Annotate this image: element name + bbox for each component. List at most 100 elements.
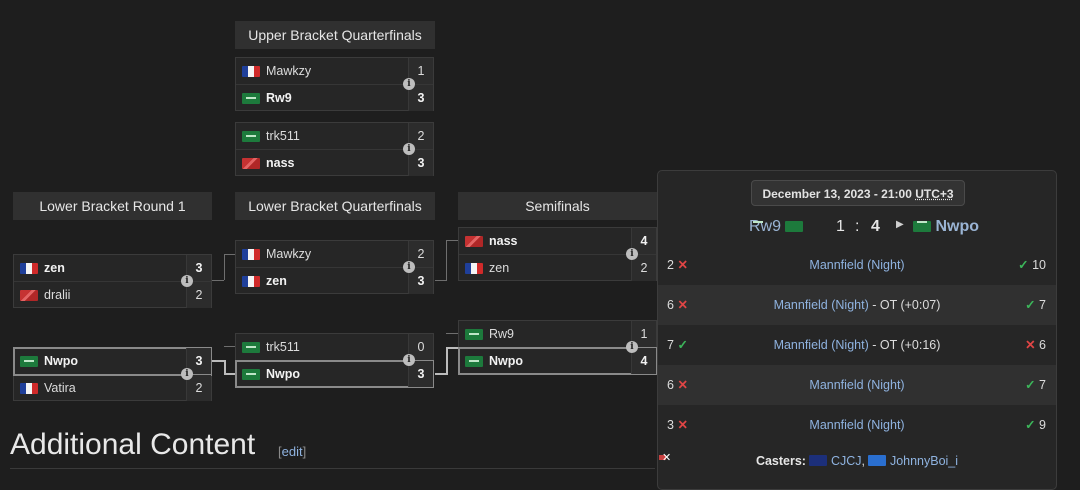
info-icon[interactable]: i	[403, 78, 415, 90]
bracket-connector	[224, 254, 235, 255]
player-name: Rw9	[489, 327, 515, 341]
player-score: 3	[408, 150, 433, 176]
sa-flag-icon	[242, 342, 260, 353]
timezone-abbr[interactable]: UTC+3	[915, 187, 954, 201]
info-icon[interactable]: i	[626, 341, 638, 353]
score-value: 6	[667, 298, 674, 312]
player-score: 4	[631, 228, 656, 254]
player-name: trk511	[266, 129, 300, 143]
overtime-text: - OT (+0:07)	[868, 298, 941, 312]
win-check-icon: ✓	[1018, 258, 1029, 272]
map-link[interactable]: Mannfield (Night)	[809, 378, 905, 392]
game-left-score: 3 ✕	[667, 405, 688, 445]
bracket-connector	[435, 373, 447, 375]
player-name: zen	[489, 261, 510, 275]
player-score: 2	[631, 255, 656, 281]
header-semifinals: Semifinals	[458, 192, 657, 220]
game-map: Mannfield (Night) - OT (+0:16)	[658, 325, 1056, 365]
match-date: December 13, 2023 - 21:00 UTC+3	[751, 180, 965, 206]
game-right-score: ✓ 10	[1018, 245, 1046, 285]
map-link[interactable]: Mannfield (Night)	[773, 298, 869, 312]
game-row: 3 ✕ Mannfield (Night) ✓ 9	[658, 405, 1056, 445]
edit-bracket-open: [	[278, 444, 282, 459]
sa-flag-icon	[465, 356, 483, 367]
loss-x-icon: ✕	[677, 298, 688, 312]
match-row: nass 4	[459, 228, 656, 255]
sa-flag-icon	[242, 93, 260, 104]
game-right-score: ✕ 6	[1025, 325, 1046, 365]
bracket-connector	[446, 347, 448, 375]
caster-link[interactable]: CJCJ	[830, 454, 862, 468]
info-icon[interactable]: i	[403, 143, 415, 155]
map-link[interactable]: Mannfield (Night)	[773, 338, 869, 352]
info-icon[interactable]: i	[626, 248, 638, 260]
series-score-left: 1	[836, 218, 845, 235]
bracket-connector	[446, 240, 458, 241]
info-icon[interactable]: i	[403, 354, 415, 366]
player-name: Nwpo	[266, 367, 301, 381]
game-left-score: 7 ✓	[667, 325, 688, 365]
player-name: Rw9	[266, 91, 292, 105]
sa-flag-icon	[242, 131, 260, 142]
bracket-connector	[224, 360, 226, 374]
loss-x-icon: ✕	[677, 378, 688, 392]
player-name: dralii	[44, 288, 71, 302]
loss-x-icon: ✕	[1025, 338, 1036, 352]
match-row: nass 3	[236, 150, 433, 176]
series-score-right: 4	[871, 218, 880, 235]
sa-flag-icon	[785, 221, 804, 232]
info-icon[interactable]: i	[181, 368, 193, 380]
player-name: Nwpo	[489, 354, 524, 368]
red-flag-icon	[465, 236, 483, 247]
score-value: 6	[1039, 338, 1046, 352]
casters-line: Casters: CJCJ, JohnnyBoi_i	[658, 454, 1056, 468]
game-map: Mannfield (Night)	[658, 245, 1056, 285]
map-link[interactable]: Mannfield (Night)	[809, 258, 905, 272]
score-value: 6	[667, 378, 674, 392]
game-row: 6 ✕ Mannfield (Night) ✓ 7	[658, 365, 1056, 405]
match-details-popup: December 13, 2023 - 21:00 UTC+3 Rw9 1 : …	[657, 170, 1057, 490]
player-name: nass	[266, 156, 295, 170]
player-score: 4	[631, 348, 656, 374]
game-left-score: 2 ✕	[667, 245, 688, 285]
info-icon[interactable]: i	[403, 261, 415, 273]
fr-flag-icon	[242, 66, 260, 77]
bracket-connector	[435, 280, 447, 281]
win-check-icon: ✓	[1025, 418, 1036, 432]
game-map: Mannfield (Night) - OT (+0:07)	[658, 285, 1056, 325]
red-flag-icon	[242, 158, 260, 169]
section-divider	[10, 468, 655, 469]
edit-link[interactable]: edit	[281, 444, 303, 459]
bracket-connector	[212, 360, 224, 362]
bracket-connector	[446, 240, 447, 280]
game-left-score: 6 ✕	[667, 285, 688, 325]
scotland-flag-icon	[868, 455, 887, 466]
match-semifinal-1[interactable]: nass 4 zen 2 i	[458, 227, 657, 281]
popup-left-player[interactable]: Rw9	[749, 217, 804, 237]
caster-link[interactable]: JohnnyBoi_i	[889, 454, 959, 468]
player-name: zen	[266, 274, 287, 288]
fr-flag-icon	[20, 383, 38, 394]
player-name: Mawkzy	[266, 64, 312, 78]
popup-right-player[interactable]: Nwpo	[913, 217, 979, 237]
score-value: 10	[1032, 258, 1046, 272]
edit-section: [edit]	[278, 444, 306, 459]
score-value: 7	[1039, 378, 1046, 392]
player-name: nass	[489, 234, 518, 248]
game-row: 2 ✕ Mannfield (Night) ✓ 10	[658, 245, 1056, 285]
player-name: trk511	[266, 340, 300, 354]
info-icon[interactable]: i	[181, 275, 193, 287]
player-score: 3	[408, 268, 433, 294]
edit-bracket-close: ]	[302, 444, 307, 459]
match-row: zen 2	[459, 255, 656, 281]
map-link[interactable]: Mannfield (Night)	[809, 418, 905, 432]
